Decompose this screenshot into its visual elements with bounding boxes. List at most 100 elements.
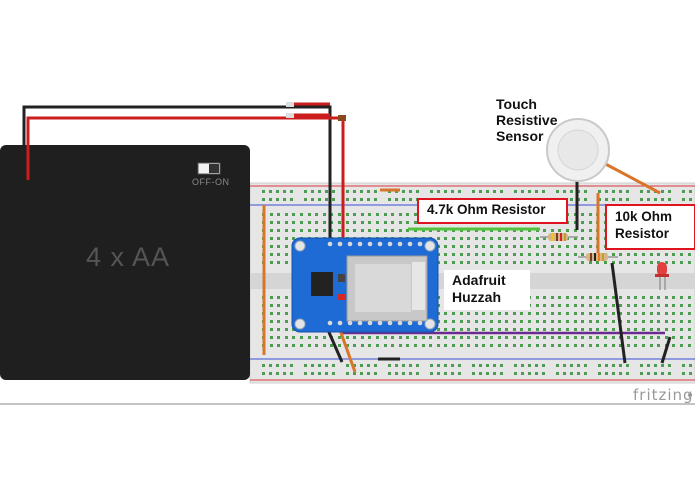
breadboard-hole [292, 229, 295, 232]
breadboard-hole [520, 261, 523, 264]
breadboard-hole [665, 328, 668, 331]
breadboard-hole [596, 320, 599, 323]
breadboard-hole [642, 320, 645, 323]
board-pin [417, 241, 423, 247]
breadboard-hole [482, 245, 485, 248]
breadboard-hole [444, 328, 447, 331]
breadboard-hole [269, 190, 272, 193]
breadboard-hole [482, 312, 485, 315]
breadboard-hole [406, 213, 409, 216]
board-pin [327, 241, 333, 247]
breadboard-hole [505, 336, 508, 339]
breadboard-hole [399, 344, 402, 347]
breadboard-hole [384, 213, 387, 216]
breadboard-hole [353, 198, 356, 201]
breadboard-hole [308, 221, 311, 224]
breadboard-hole [283, 198, 286, 201]
breadboard-hole [429, 336, 432, 339]
breadboard-hole [311, 372, 314, 375]
breadboard-hole [460, 336, 463, 339]
breadboard-hole [689, 364, 692, 367]
breadboard-hole [452, 320, 455, 323]
breadboard-hole [292, 221, 295, 224]
breadboard-hole [430, 372, 433, 375]
breadboard-hole [285, 296, 288, 299]
breadboard-hole [361, 221, 364, 224]
breadboard-hole [361, 213, 364, 216]
breadboard-hole [285, 253, 288, 256]
breadboard-hole [262, 364, 265, 367]
breadboard-hole [437, 190, 440, 193]
sensor-label-line-3: Sensor [496, 128, 544, 144]
breadboard-hole [589, 229, 592, 232]
breadboard-hole [598, 372, 601, 375]
breadboard-hole [262, 198, 265, 201]
breadboard-hole [665, 336, 668, 339]
breadboard-hole [361, 229, 364, 232]
breadboard-hole [647, 198, 650, 201]
breadboard-hole [612, 364, 615, 367]
breadboard-hole [269, 364, 272, 367]
breadboard-hole [634, 336, 637, 339]
breadboard-hole [270, 304, 273, 307]
board-pin [417, 320, 423, 326]
breadboard-hole [528, 312, 531, 315]
breadboard-hole [596, 304, 599, 307]
breadboard-hole [551, 296, 554, 299]
breadboard-hole [543, 253, 546, 256]
breadboard-hole [570, 190, 573, 193]
breadboard-hole [360, 364, 363, 367]
resistor-4k7-label: 4.7k Ohm Resistor [417, 198, 568, 224]
board-pin [347, 320, 353, 326]
breadboard-hole [304, 372, 307, 375]
breadboard-hole [505, 328, 508, 331]
breadboard-hole [430, 364, 433, 367]
breadboard-hole [612, 304, 615, 307]
breadboard-hole [374, 364, 377, 367]
board-pin [337, 320, 343, 326]
resistor-10k-icon [578, 253, 618, 261]
breadboard-hole [619, 372, 622, 375]
breadboard-hole [475, 336, 478, 339]
breadboard-hole [584, 198, 587, 201]
jumper-black-right-b [660, 336, 672, 364]
breadboard-hole [388, 198, 391, 201]
brand-dot [688, 393, 692, 397]
breadboard-hole [661, 364, 664, 367]
breadboard-hole [285, 328, 288, 331]
breadboard-hole [551, 304, 554, 307]
breadboard-hole [642, 328, 645, 331]
breadboard-hole [657, 261, 660, 264]
breadboard-hole [283, 190, 286, 193]
breadboard-hole [528, 190, 531, 193]
breadboard-hole [384, 221, 387, 224]
breadboard-hole [409, 372, 412, 375]
breadboard-hole [528, 364, 531, 367]
breadboard-hole [642, 296, 645, 299]
breadboard-hole [505, 261, 508, 264]
breadboard-hole [325, 364, 328, 367]
breadboard-hole [300, 344, 303, 347]
breadboard-hole [262, 190, 265, 193]
breadboard-hole [619, 198, 622, 201]
breadboard-hole [543, 312, 546, 315]
breadboard-hole [346, 336, 349, 339]
breadboard-hole [270, 336, 273, 339]
breadboard-hole [668, 190, 671, 193]
breadboard-hole [642, 336, 645, 339]
breadboard-hole [479, 364, 482, 367]
breadboard-hole [270, 221, 273, 224]
breadboard-hole [475, 245, 478, 248]
breadboard-hole [680, 328, 683, 331]
breadboard-hole [353, 190, 356, 193]
breadboard-hole [277, 229, 280, 232]
breadboard-hole [542, 364, 545, 367]
breadboard-hole [543, 237, 546, 240]
breadboard-hole [521, 372, 524, 375]
breadboard-hole [406, 344, 409, 347]
breadboard-hole [551, 253, 554, 256]
breadboard-hole [680, 296, 683, 299]
breadboard-hole [498, 336, 501, 339]
breadboard-hole [581, 245, 584, 248]
breadboard-hole [626, 372, 629, 375]
